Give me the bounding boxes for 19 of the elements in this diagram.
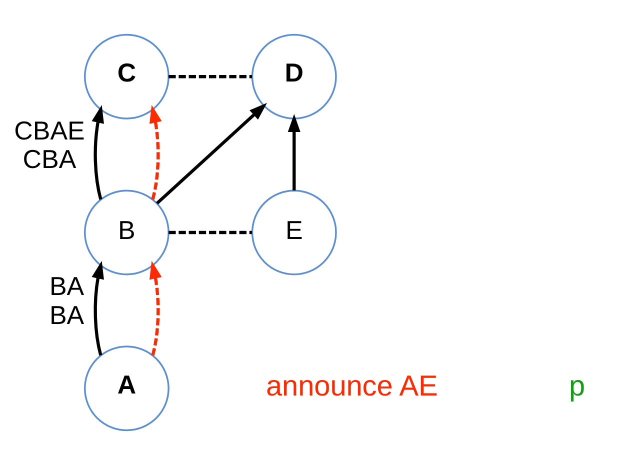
node-label: CBAE <box>14 114 85 145</box>
arrow <box>92 260 104 356</box>
connector <box>168 74 252 78</box>
arrow <box>92 104 104 200</box>
arrow <box>149 104 162 200</box>
node-label: BA <box>49 300 84 330</box>
arrow <box>156 102 268 204</box>
node-label: CBA <box>22 144 76 174</box>
node-circle: C <box>84 33 170 119</box>
label: p <box>568 370 586 402</box>
node-label: BA <box>49 270 84 301</box>
node-circle: A <box>84 345 170 431</box>
node-circle: E <box>251 189 337 275</box>
arrow <box>288 114 300 190</box>
label: announce AE <box>266 370 438 402</box>
connector <box>168 230 252 234</box>
node-circle: B <box>84 189 170 275</box>
arrow <box>149 260 162 356</box>
node-circle: D <box>251 33 337 119</box>
